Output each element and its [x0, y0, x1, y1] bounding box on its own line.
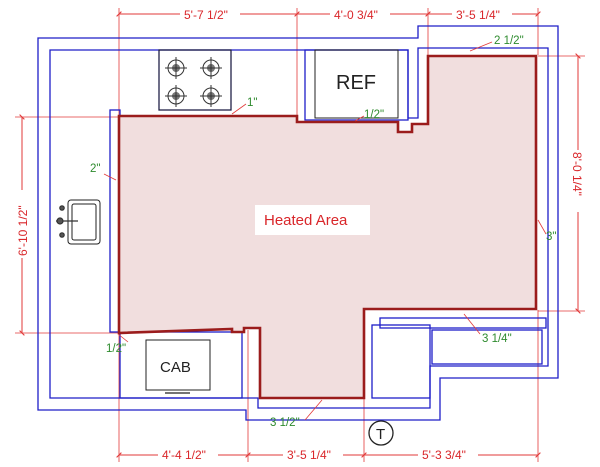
sink-bowl — [71, 203, 97, 241]
gap-3-5: 3 1/2" — [270, 417, 300, 429]
refrigerator — [314, 49, 399, 119]
sink-basin — [67, 199, 101, 245]
burner-icon — [165, 85, 187, 107]
right-counter-edge — [379, 317, 547, 329]
outer-wall — [37, 25, 559, 421]
thermostat-icon — [368, 420, 394, 446]
gap-2: 2" — [90, 163, 100, 175]
gap-half-left: 1/2" — [106, 343, 126, 355]
gap-3: 3" — [546, 231, 556, 243]
right-cabinet — [431, 329, 543, 365]
dim-bottom-2: 3'-5 1/4" — [287, 448, 331, 462]
burner-icon — [200, 85, 222, 107]
dim-top-1: 5'-7 1/2" — [184, 8, 228, 22]
cab-label: CAB — [160, 359, 191, 376]
heated-area-label-bg — [255, 205, 370, 235]
stove-top — [158, 49, 232, 111]
dim-left: 6'-10 1/2" — [16, 205, 30, 256]
gap-3-25: 3 1/4" — [482, 333, 512, 345]
dim-top-2: 4'-0 3/4" — [334, 8, 378, 22]
dim-bottom-3: 5'-3 3/4" — [422, 448, 466, 462]
dim-bottom-1: 4'-4 1/2" — [162, 448, 206, 462]
thermostat-label: T — [376, 426, 385, 443]
dim-right: 8'-0 1/4" — [570, 152, 584, 196]
stove — [158, 49, 232, 111]
burner-icon — [165, 57, 187, 79]
dim-top-3: 3'-5 1/4" — [456, 8, 500, 22]
ref-label: REF — [336, 72, 376, 94]
sink — [56, 199, 101, 245]
dimension-labels: 5'-7 1/2" 4'-0 3/4" 3'-5 1/4" 4'-4 1/2" … — [15, 7, 585, 462]
gap-labels: 2 1/2" 1" 1/2" 2" 3" 3 1/4" 1/2" 3 1/2" — [90, 35, 556, 429]
burner-icon — [200, 57, 222, 79]
heated-area-label: Heated Area — [264, 212, 348, 229]
gap-half-top: 1/2" — [364, 109, 384, 121]
cab-box — [145, 339, 211, 391]
faucet-icon — [56, 205, 78, 238]
gap-1: 1" — [247, 97, 257, 109]
gap-2-5: 2 1/2" — [494, 35, 524, 47]
closet — [371, 324, 431, 399]
